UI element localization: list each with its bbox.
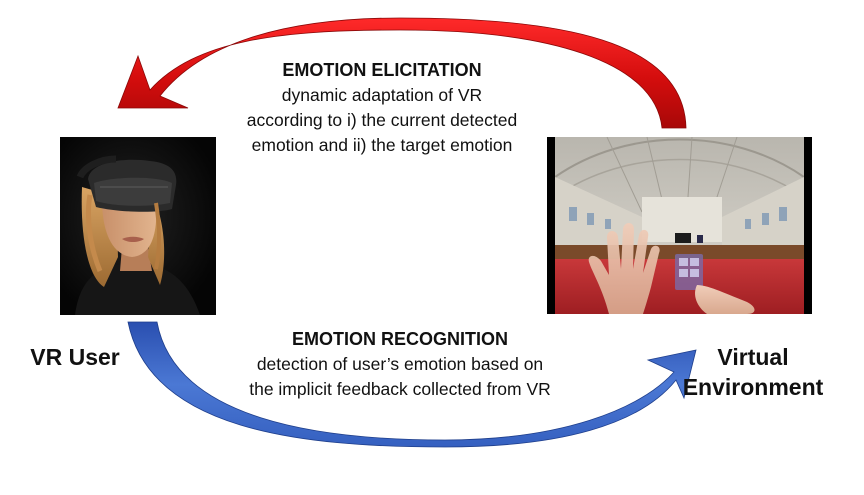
vr-user-label: VR User bbox=[30, 344, 120, 370]
recognition-line-1: detection of user’s emotion based on bbox=[256, 354, 544, 374]
recognition-arrow bbox=[127, 321, 697, 448]
virtual-environment-label: Virtual Environment bbox=[668, 342, 838, 402]
elicitation-arrow bbox=[117, 17, 687, 129]
emotion-elicitation-heading: EMOTION ELICITATION bbox=[282, 60, 482, 80]
elicitation-line-3: emotion and ii) the target emotion bbox=[251, 135, 513, 155]
recognition-line-2: the implicit feedback collected from VR bbox=[249, 379, 551, 399]
vr-user-photo bbox=[60, 137, 216, 315]
emotion-recognition-heading: EMOTION RECOGNITION bbox=[292, 329, 508, 349]
virtual-environment-screenshot bbox=[547, 137, 812, 314]
virtual-environment-label-line-2: Environment bbox=[682, 374, 824, 400]
virtual-environment-label-line-1: Virtual bbox=[717, 344, 789, 370]
elicitation-line-2: according to i) the current detected bbox=[246, 110, 518, 130]
emotion-elicitation-caption: EMOTION ELICITATION dynamic adaptation o… bbox=[212, 58, 552, 158]
emotion-recognition-caption: EMOTION RECOGNITION detection of user’s … bbox=[214, 327, 586, 402]
elicitation-line-1: dynamic adaptation of VR bbox=[281, 85, 483, 105]
